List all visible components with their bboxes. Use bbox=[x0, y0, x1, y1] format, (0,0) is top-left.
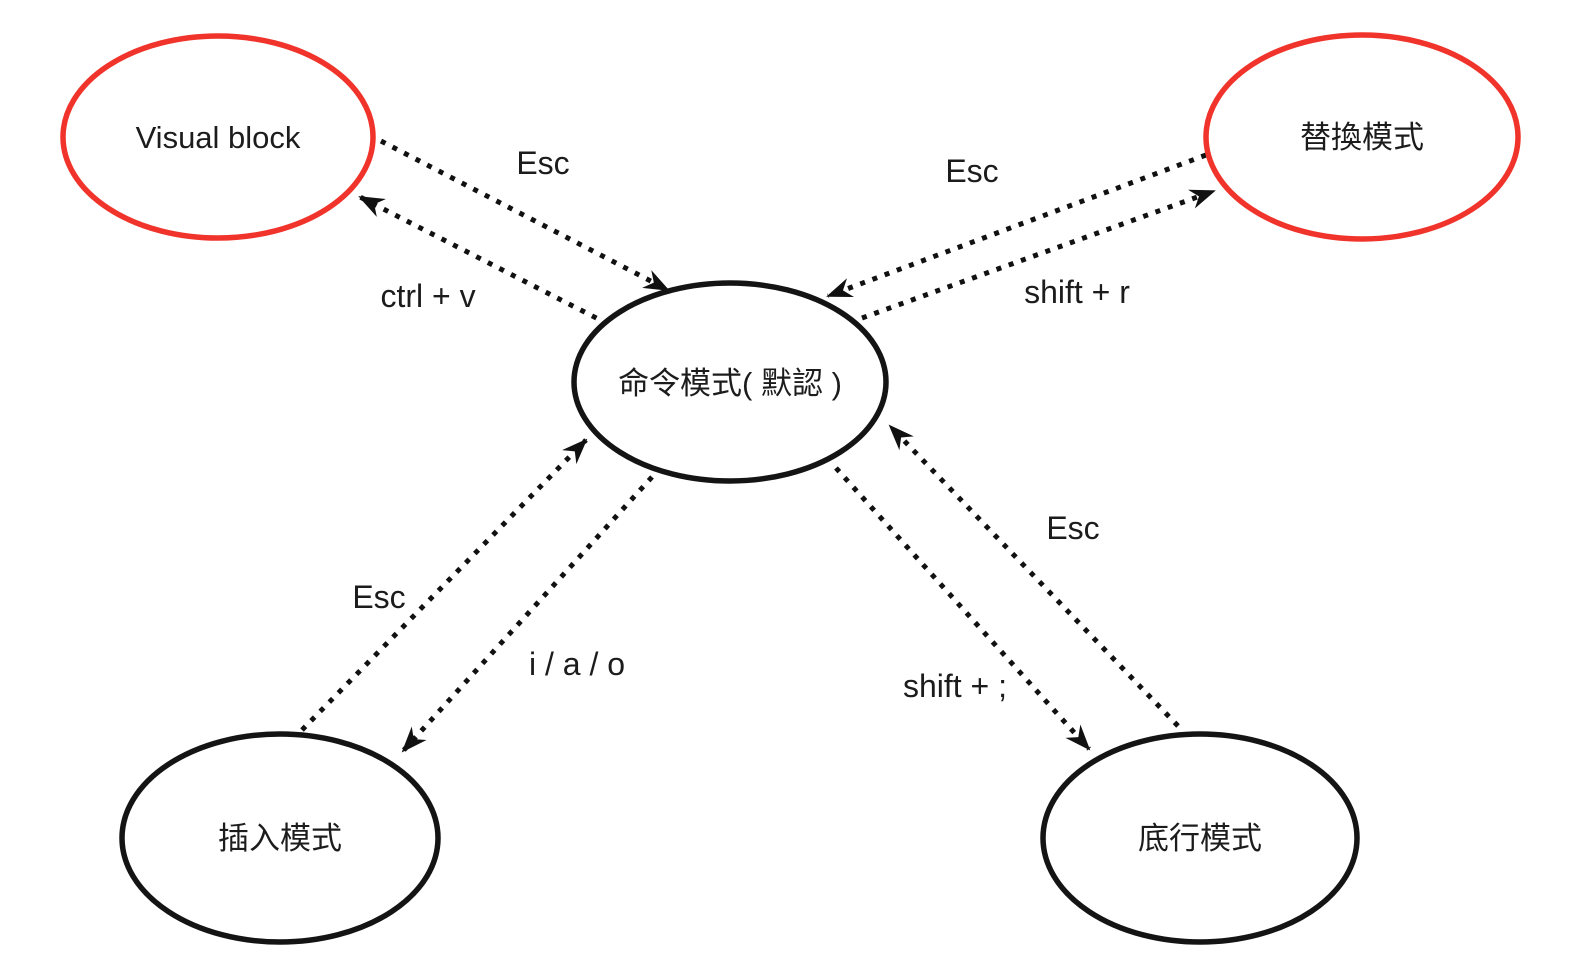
node-insert-mode-ellipse bbox=[119, 731, 441, 945]
edge-line-esc-from-lastline bbox=[888, 424, 1180, 728]
edge-label-shift-semicolon: shift + ; bbox=[903, 668, 1007, 704]
node-visual-block-label: Visual block bbox=[136, 120, 301, 155]
edge-command-to-replace: shift + r bbox=[861, 188, 1216, 321]
node-command-mode-ellipse bbox=[571, 280, 889, 484]
node-last-line-mode-ellipse bbox=[1040, 731, 1360, 945]
edge-replace-to-command: Esc bbox=[826, 152, 1207, 299]
node-insert-mode: 插入模式 bbox=[119, 731, 441, 945]
node-command-mode-label: 命令模式( 默認 ) bbox=[618, 366, 842, 401]
node-command-mode: 命令模式( 默認 ) bbox=[571, 280, 889, 484]
node-insert-mode-label: 插入模式 bbox=[218, 821, 342, 856]
edge-label-shift-r: shift + r bbox=[1024, 274, 1130, 310]
edge-line-esc-from-replace bbox=[826, 152, 1207, 299]
node-last-line-mode-label: 底行模式 bbox=[1138, 821, 1262, 856]
node-visual-block: Visual block bbox=[60, 33, 376, 241]
edge-line-esc-from-visual-block bbox=[379, 138, 670, 293]
node-visual-block-ellipse bbox=[60, 33, 376, 241]
edge-label-esc-insert: Esc bbox=[352, 579, 405, 615]
node-replace-mode-label: 替換模式 bbox=[1300, 120, 1424, 155]
edge-command-to-visualblock: ctrl + v bbox=[358, 194, 610, 327]
edge-line-i-a-o bbox=[401, 475, 654, 753]
edge-line-esc-from-insert bbox=[300, 438, 588, 732]
edge-lastline-to-command: Esc bbox=[888, 424, 1180, 728]
edge-line-shift-semicolon bbox=[834, 466, 1091, 751]
edge-label-i-a-o: i / a / o bbox=[529, 646, 625, 682]
edge-insert-to-command: Esc bbox=[300, 438, 588, 732]
edge-label-esc-visualblock: Esc bbox=[516, 145, 569, 181]
node-replace-mode-ellipse bbox=[1203, 32, 1521, 242]
edge-command-to-insert: i / a / o bbox=[401, 475, 654, 753]
edge-command-to-lastline: shift + ; bbox=[834, 466, 1091, 751]
edge-label-esc-lastline: Esc bbox=[1046, 510, 1099, 546]
node-replace-mode: 替換模式 bbox=[1203, 32, 1521, 242]
node-last-line-mode: 底行模式 bbox=[1040, 731, 1360, 945]
edge-visualblock-to-command: Esc bbox=[379, 138, 670, 293]
edge-label-ctrl-v: ctrl + v bbox=[380, 278, 475, 314]
edge-label-esc-replace: Esc bbox=[945, 153, 998, 189]
